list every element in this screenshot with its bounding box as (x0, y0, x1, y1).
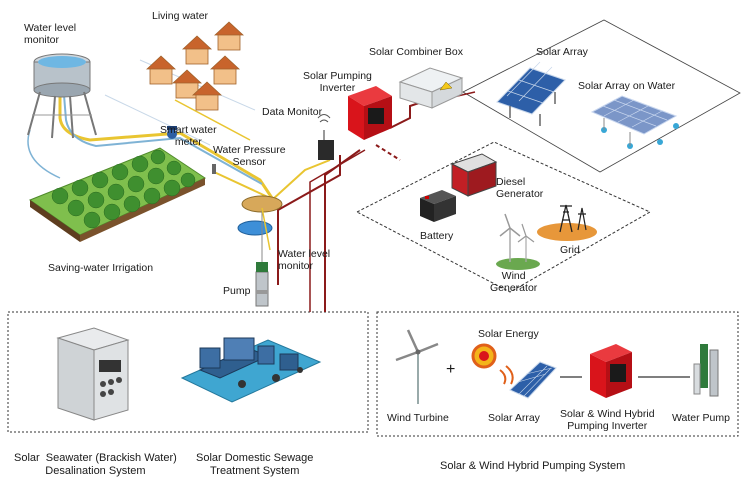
wind-generator-label: Wind Generator (490, 270, 538, 294)
diesel-generator-icon (450, 153, 498, 197)
hybrid-system-caption: Solar & Wind Hybrid Pumping System (440, 460, 626, 472)
submersible-pump-icon (255, 262, 269, 307)
smart-water-meter-label: Smart water meter (160, 124, 217, 148)
grid-label: Grid (560, 244, 580, 256)
data-monitor-label: Data Monitor (262, 106, 323, 118)
solar-pumping-inverter-label: Solar Pumping Inverter (303, 70, 372, 94)
living-water-label: Living water (152, 10, 209, 22)
saving-water-irrigation-label: Saving-water Irrigation (48, 262, 154, 274)
orchard-icon (28, 147, 207, 242)
desalination-caption: Solar Seawater (Brackish Water) Desalina… (14, 452, 177, 477)
solar-array-on-water-label: Solar Array on Water (578, 80, 676, 92)
desalination-cabinet-icon (56, 327, 130, 421)
water-level-monitor-top-label: Water level monitor (24, 22, 77, 46)
houses-icon (145, 21, 245, 111)
data-monitor-icon (317, 114, 334, 160)
solar-combiner-box-icon (398, 67, 464, 109)
backup-power-dashed-box (355, 141, 652, 293)
sewage-plant-icon (180, 337, 322, 403)
hybrid-solar-array-label: Solar Array (488, 412, 540, 424)
water-level-monitor-bottom-label: Water level monitor (278, 248, 331, 272)
water-tower (27, 53, 97, 139)
water-pressure-sensor-label: Water Pressure Sensor (213, 144, 286, 168)
battery-icon (420, 190, 456, 222)
grid-icon (537, 204, 597, 241)
wind-generator-icon (496, 213, 540, 270)
battery-label: Battery (420, 230, 454, 242)
wind-turbine-label: Wind Turbine (387, 412, 449, 424)
diesel-generator-label: Diesel Generator (496, 176, 544, 200)
plus-sign: + (446, 361, 456, 378)
solar-combiner-box-label: Solar Combiner Box (369, 46, 463, 58)
right-bottom-dashed-box (376, 311, 739, 437)
hybrid-inverter-icon (590, 344, 632, 398)
hybrid-water-pump-icon (693, 344, 719, 397)
solar-array-panel (462, 19, 741, 173)
pressure-sensor-icon (212, 164, 216, 174)
left-bottom-dashed-box (7, 311, 369, 433)
water-pipe-blue (63, 94, 263, 185)
hybrid-inverter-label: Solar & Wind Hybrid Pumping Inverter (560, 408, 655, 432)
solar-pumping-inverter-icon (348, 86, 392, 140)
hybrid-solar-array-icon (471, 343, 557, 399)
water-pump-label: Water Pump (672, 412, 730, 424)
well-water (237, 220, 273, 236)
sewage-caption: Solar Domestic Sewage Treatment System (196, 452, 314, 477)
solar-energy-label: Solar Energy (478, 328, 539, 340)
hybrid-wind-turbine-icon (395, 329, 439, 404)
smart-water-meter-icon (167, 126, 177, 139)
solar-array-icon (496, 61, 566, 126)
solar-array-label: Solar Array (536, 46, 588, 58)
pump-label: Pump (223, 285, 251, 297)
solar-array-on-water-icon (590, 95, 679, 149)
